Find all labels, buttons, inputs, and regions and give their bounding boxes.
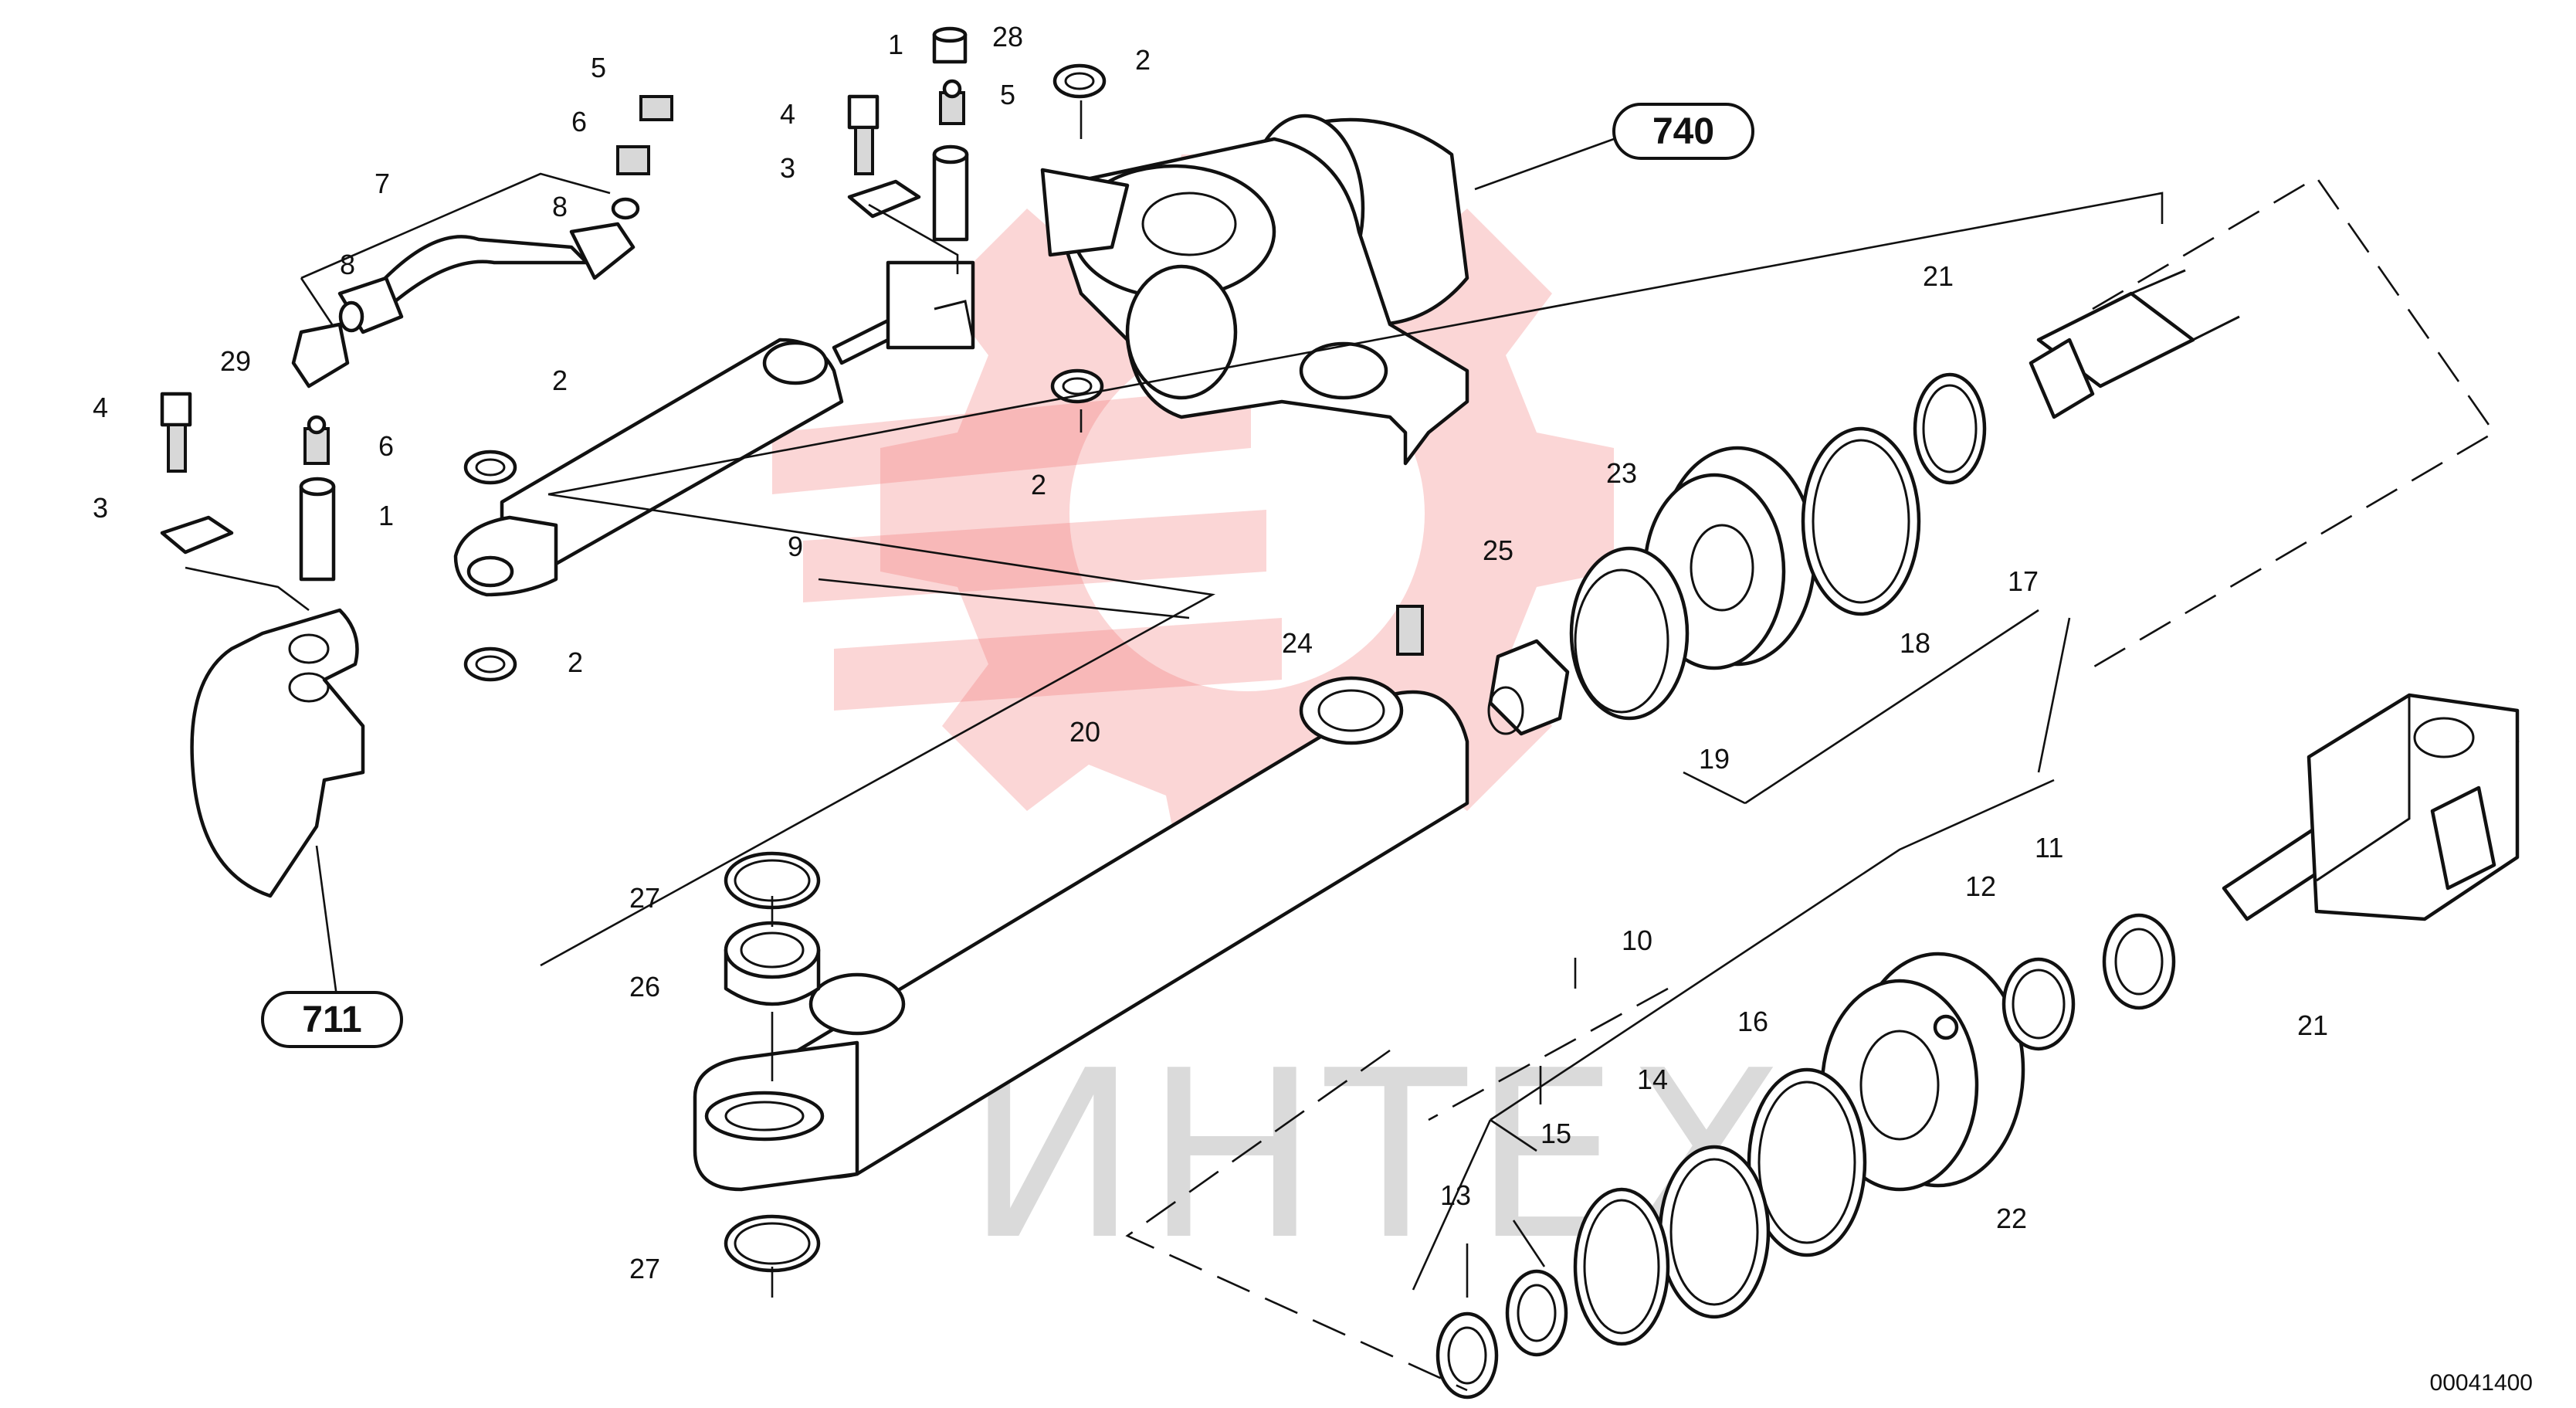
part-label: 8 [340,249,355,280]
bucket-tooth-711 [190,608,365,898]
part-label: 3 [93,492,108,524]
part-label: 27 [629,1253,660,1284]
seal-ring-14 [1658,1145,1771,1319]
part-labels: 1 1 2 2 2 2 3 3 4 4 5 5 6 6 7 8 8 9 10 1… [93,21,2328,1284]
part-label: 21 [1923,260,1954,292]
part-label: 23 [1606,457,1637,489]
wiper-11 [2102,913,2176,1010]
washer-2-d [463,646,517,682]
part-label: 4 [93,392,108,423]
elbow-29 [291,322,350,388]
part-label: 10 [1622,925,1652,956]
part-label: 5 [1000,79,1015,110]
part-label: 16 [1737,1006,1768,1037]
plate-3-top [847,179,921,219]
seal-ring-12 [2001,957,2076,1051]
part-label: 12 [1965,870,1996,902]
seal-ring-19 [1569,546,1690,721]
rod-21-lower [2222,693,2520,921]
part-label: 4 [780,98,795,130]
part-label: 1 [378,500,394,531]
part-label: 25 [1483,534,1513,566]
part-label: 24 [1282,627,1313,659]
rod-21-upper [2029,269,2240,419]
part-label: 3 [780,152,795,184]
hose-7 [337,222,636,334]
seal-ring-18 [1801,426,1921,616]
fitting-5-left [639,95,673,121]
part-label: 9 [788,531,803,562]
housing-740 [1040,114,1469,466]
seal-ring-17 [1913,372,1987,485]
ref-label-740: 740 [1652,111,1714,152]
part-label: 18 [1900,627,1930,659]
ref-label-711: 711 [302,999,361,1040]
gland-22 [1820,952,2025,1192]
drawing-code: 00041400 [2430,1370,2533,1396]
part-label: 26 [629,971,660,1003]
oring-8-right [611,197,640,220]
part-label: 15 [1541,1118,1571,1149]
bushing-13a [1505,1269,1568,1357]
bolt-4-top [847,94,880,175]
grease-nipple-5-top [939,79,965,125]
part-label: 2 [552,365,568,396]
grease-nipple-6-left [303,415,330,465]
part-label: 17 [2008,565,2039,597]
dashed-bracket-lines [1125,176,2496,1392]
ref-box-740[interactable]: 740 [1612,103,1754,160]
part-label: 7 [375,168,390,199]
bushing-26 [724,921,821,1006]
pin-1-top [932,144,969,242]
part-label: 28 [992,21,1023,53]
part-label: 2 [568,646,583,678]
washer-2-c [463,450,517,485]
pin-1-left [299,477,336,582]
part-label: 14 [1637,1064,1668,1095]
washer-2-a [1052,63,1107,99]
part-label: 27 [629,882,660,914]
part-label: 19 [1699,743,1730,775]
oring-8-left [338,300,364,333]
bushing-13b [1435,1311,1499,1400]
part-label: 1 [888,29,903,60]
part-label: 13 [1440,1179,1471,1211]
bolt-4-left [160,392,192,473]
part-label: 21 [2297,1009,2328,1041]
part-label: 20 [1069,716,1100,748]
part-label: 11 [2035,832,2063,863]
nut-25 [1487,639,1570,736]
plate-3-left [160,515,234,555]
cap-28 [932,26,968,64]
watermark-logo [772,154,1614,873]
set-screw-24 [1396,605,1424,656]
ref-box-711[interactable]: 711 [261,991,403,1048]
part-label: 29 [220,345,251,377]
part-label: 6 [378,430,394,462]
part-label: 22 [1996,1203,2027,1234]
fitting-6-left [616,145,650,175]
circlip-27-bottom [724,1214,821,1273]
cylinder-9 [453,260,975,597]
cylinder-tube-20 [693,676,1469,1192]
seal-ring-15 [1573,1187,1670,1346]
part-label: 2 [1031,469,1046,500]
part-label: 2 [1135,44,1151,76]
part-label: 8 [552,191,568,222]
washer-2-b [1050,368,1104,404]
seal-ring-16 [1747,1067,1867,1257]
part-label: 5 [591,52,606,83]
leader-lines [185,100,2164,1298]
part-label: 6 [571,106,587,137]
